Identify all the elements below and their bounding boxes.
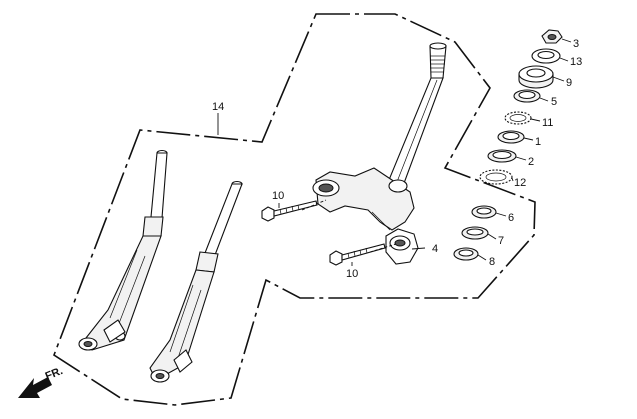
adjust-nut-9 bbox=[518, 65, 554, 89]
callout-2: 2 bbox=[528, 156, 534, 168]
callouts: 3 13 9 5 11 1 2 12 6 7 8 4 10 10 bbox=[272, 38, 582, 280]
callout-5: 5 bbox=[551, 96, 557, 108]
callout-9: 9 bbox=[566, 77, 572, 89]
front-direction-arrow: FR. bbox=[18, 365, 65, 398]
assembly-boundary bbox=[53, 13, 536, 406]
callout-10-lower: 10 bbox=[346, 268, 358, 280]
callout-3: 3 bbox=[573, 38, 579, 50]
bolt-upper bbox=[261, 200, 318, 222]
bottom-bridge bbox=[312, 167, 419, 265]
callout-7: 7 bbox=[498, 235, 504, 247]
seal-8 bbox=[453, 247, 479, 261]
race-7 bbox=[461, 226, 489, 240]
callout-6: 6 bbox=[508, 212, 514, 224]
callout-10-upper: 10 bbox=[272, 190, 284, 202]
callout-4: 4 bbox=[432, 243, 438, 255]
nut-3 bbox=[541, 29, 563, 44]
callout-1: 1 bbox=[535, 136, 541, 148]
fork-leg-right bbox=[149, 180, 243, 383]
race-2 bbox=[487, 149, 517, 163]
ball-bearing-12 bbox=[479, 169, 513, 185]
race-6 bbox=[471, 205, 497, 219]
callout-8: 8 bbox=[489, 256, 495, 268]
fork-leg-left bbox=[78, 149, 168, 351]
front-label: FR. bbox=[44, 365, 65, 383]
bolt-lower bbox=[329, 243, 386, 266]
callout-13: 13 bbox=[570, 56, 582, 68]
assembly-label-14: 14 bbox=[212, 101, 224, 113]
callout-12: 12 bbox=[514, 177, 526, 189]
race-1 bbox=[497, 130, 525, 144]
leader-lines bbox=[278, 38, 572, 266]
washer-13 bbox=[531, 48, 561, 64]
arrow-left-icon bbox=[18, 377, 52, 398]
race-5 bbox=[513, 89, 541, 103]
ball-bearing-11 bbox=[504, 111, 532, 125]
callout-11: 11 bbox=[542, 117, 553, 129]
steering-stem bbox=[383, 42, 447, 195]
